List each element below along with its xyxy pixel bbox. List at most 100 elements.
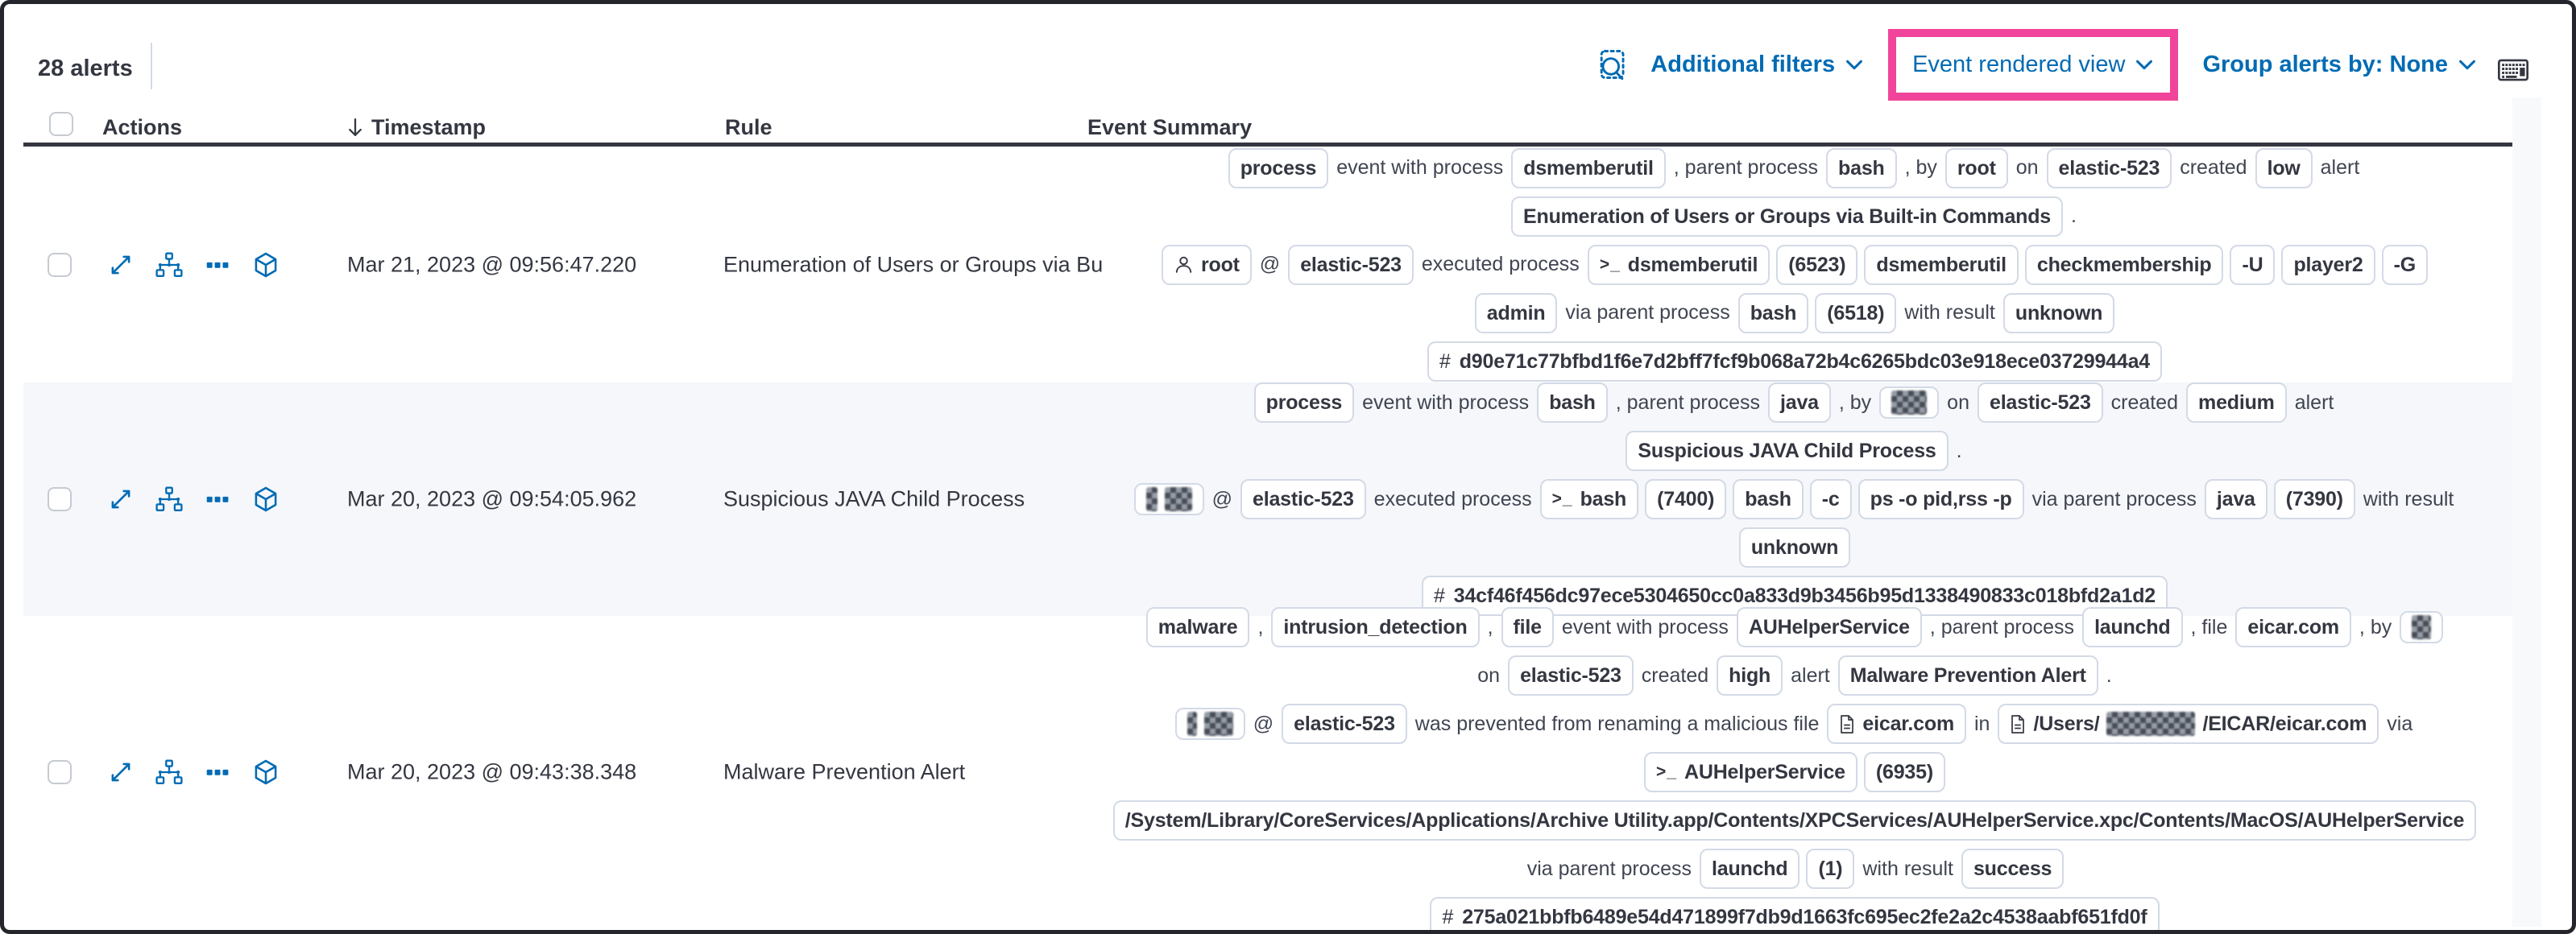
badge-text: Enumeration of Users or Groups via Built… (1523, 205, 2052, 228)
field-badge[interactable]: dsmemberutil (1511, 147, 1666, 188)
alert-count: 28 alerts (38, 56, 133, 81)
field-badge[interactable]: bash (1826, 147, 1897, 188)
badge-text: success (1973, 858, 2052, 880)
field-badge[interactable]: Suspicious JAVA Child Process (1626, 431, 1949, 471)
group-alerts-by-button[interactable]: Group alerts by: None (2202, 52, 2477, 78)
field-badge[interactable]: java (2204, 479, 2267, 519)
field-badge[interactable]: success (1961, 849, 2065, 889)
view-selector-button[interactable]: Event rendered view (1912, 52, 2154, 78)
field-badge[interactable]: elastic-523 (2046, 147, 2172, 188)
terminal-badge[interactable]: >_AUHelperService (1644, 752, 1857, 792)
field-badge[interactable]: Enumeration of Users or Groups via Built… (1511, 196, 2064, 237)
field-badge[interactable]: unknown (1738, 527, 1851, 568)
select-all-checkbox[interactable] (49, 112, 73, 136)
hash-badge[interactable]: #d90e71c77bfbd1f6e7d2bff7fcf9b068a72b4c6… (1427, 341, 2162, 382)
analyze-event-icon[interactable] (155, 251, 183, 279)
field-badge[interactable]: file (1501, 607, 1554, 647)
rule-cell[interactable]: Malware Prevention Alert (723, 759, 966, 784)
field-badge[interactable]: admin (1474, 292, 1558, 333)
field-badge[interactable]: Malware Prevention Alert (1837, 655, 2098, 696)
badge-text: dsmemberutil (1627, 253, 1758, 276)
analyze-event-icon[interactable] (155, 486, 183, 513)
session-view-icon[interactable] (252, 758, 280, 786)
terminal-badge[interactable]: >_bash (1539, 479, 1639, 519)
more-actions-icon[interactable] (204, 251, 231, 279)
user-badge[interactable]: root (1162, 244, 1252, 285)
field-badge[interactable] (2400, 611, 2444, 643)
field-badge[interactable]: elastic-523 (1282, 704, 1407, 744)
field-badge[interactable]: (1) (1806, 849, 1855, 889)
field-badge[interactable]: malware (1145, 607, 1250, 647)
field-badge[interactable]: -G (2381, 244, 2428, 285)
row-actions (107, 758, 280, 786)
session-view-icon[interactable] (252, 486, 280, 513)
expand-alert-icon[interactable] (107, 486, 135, 513)
badge-text: /Users/ (2033, 713, 2100, 735)
field-badge[interactable]: launchd (2082, 607, 2183, 647)
field-badge[interactable]: ps -o pid,rss -p (1857, 479, 2024, 519)
badge-text: player2 (2293, 253, 2363, 276)
field-badge[interactable]: dsmemberutil (1864, 244, 2019, 285)
more-actions-icon[interactable] (204, 758, 231, 786)
field-badge[interactable]: eicar.com (2235, 607, 2351, 647)
file-badge[interactable]: eicar.com (1827, 704, 1966, 744)
analyze-event-icon[interactable] (155, 758, 183, 786)
column-header-timestamp[interactable]: Timestamp (346, 115, 486, 140)
hash-badge[interactable]: #275a021bbfb6489e54d471899f7db9d1663fc69… (1430, 897, 2160, 930)
field-badge[interactable]: elastic-523 (1977, 382, 2103, 423)
field-badge[interactable]: unknown (2002, 292, 2115, 333)
field-badge[interactable]: process (1228, 147, 1329, 188)
file-badge[interactable]: /Users/ /EICAR/eicar.com (1998, 704, 2379, 744)
field-badge[interactable]: medium (2186, 382, 2287, 423)
field-badge[interactable]: (7400) (1645, 479, 1727, 519)
field-badge[interactable]: elastic-523 (1240, 479, 1366, 519)
inspect-icon[interactable] (1594, 47, 1630, 82)
badge-text: /EICAR/eicar.com (2202, 713, 2367, 735)
field-badge[interactable] (1879, 386, 1940, 419)
field-badge[interactable]: low (2255, 147, 2313, 188)
badge-text: low (2267, 156, 2301, 180)
row-checkbox[interactable] (48, 760, 72, 784)
field-badge[interactable]: AUHelperService (1736, 607, 1922, 647)
field-badge[interactable]: checkmembership (2024, 244, 2224, 285)
field-badge[interactable]: high (1717, 655, 1783, 696)
summary-text: . (2071, 205, 2077, 227)
field-badge[interactable] (1174, 708, 1245, 740)
field-badge[interactable]: java (1768, 382, 1831, 423)
additional-filters-button[interactable]: Additional filters (1650, 52, 1864, 78)
row-checkbox[interactable] (48, 487, 72, 511)
scrollbar[interactable] (2512, 97, 2541, 927)
field-badge[interactable]: (6523) (1776, 244, 1858, 285)
more-actions-icon[interactable] (204, 486, 231, 513)
column-header-rule[interactable]: Rule (725, 115, 772, 139)
field-badge[interactable]: intrusion_detection (1271, 607, 1480, 647)
field-badge[interactable]: player2 (2281, 244, 2375, 285)
badge-text: AUHelperService (1684, 761, 1845, 783)
expand-alert-icon[interactable] (107, 758, 135, 786)
field-badge[interactable]: (6518) (1815, 292, 1897, 333)
field-badge[interactable]: launchd (1700, 849, 1800, 889)
field-badge[interactable]: bash (1733, 479, 1804, 519)
keyboard-shortcuts-icon[interactable] (2498, 59, 2528, 81)
field-badge[interactable]: (7390) (2273, 479, 2355, 519)
row-checkbox[interactable] (48, 252, 72, 277)
field-badge[interactable] (1133, 483, 1204, 515)
field-badge[interactable]: -U (2230, 244, 2276, 285)
field-badge[interactable]: elastic-523 (1288, 244, 1414, 285)
field-badge[interactable]: bash (1737, 292, 1809, 333)
field-badge[interactable]: (6935) (1863, 752, 1945, 792)
expand-alert-icon[interactable] (107, 251, 135, 279)
field-badge[interactable]: bash (1537, 382, 1608, 423)
terminal-badge[interactable]: >_dsmemberutil (1587, 244, 1770, 285)
field-badge[interactable]: /System/Library/CoreServices/Application… (1112, 800, 2477, 841)
session-view-icon[interactable] (252, 251, 280, 279)
field-badge[interactable]: elastic-523 (1508, 655, 1634, 696)
field-badge[interactable]: process (1253, 382, 1355, 423)
rule-cell[interactable]: Enumeration of Users or Groups via Bui (723, 252, 1102, 276)
rule-cell[interactable]: Suspicious JAVA Child Process (723, 486, 1025, 511)
summary-text: , parent process (1615, 391, 1761, 414)
field-badge[interactable]: root (1944, 147, 2008, 188)
field-badge[interactable]: -c (1809, 479, 1852, 519)
